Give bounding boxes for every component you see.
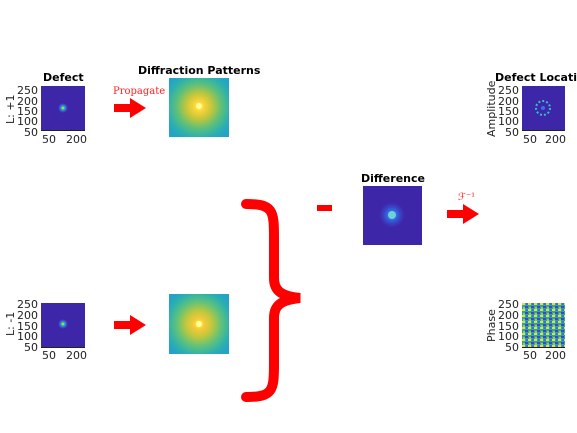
inverse-fourier-label: ℱ⁻¹ <box>458 192 476 203</box>
ylabel-l-plus-1: L: +1 <box>4 94 17 124</box>
diffraction-top-image <box>169 78 229 137</box>
ytick: 250 <box>498 84 519 97</box>
defect-bottom-image <box>41 303 85 347</box>
ytick: 50 <box>505 341 519 354</box>
defect-top-image <box>41 86 85 130</box>
ytick: 150 <box>17 320 38 333</box>
amplitude-image <box>522 86 565 130</box>
xtick: 200 <box>545 133 566 146</box>
xtick: 200 <box>66 349 87 362</box>
phase-axes: 250 200 150 100 50 50 200 <box>498 298 577 364</box>
amplitude-axes: 250 200 150 100 50 50 200 <box>498 82 577 148</box>
xtick: 50 <box>42 133 56 146</box>
ytick: 50 <box>505 126 519 139</box>
defect-top-axes: 250 200 150 100 50 50 200 <box>17 82 87 148</box>
difference-title: Difference <box>361 172 425 185</box>
ytick: 100 <box>17 115 38 128</box>
phase-image <box>522 303 565 347</box>
ylabel-l-minus-1: L: -1 <box>4 311 17 336</box>
defect-bottom-axes: 250 200 150 100 50 50 200 <box>17 298 87 364</box>
ytick: 250 <box>498 298 519 311</box>
inverse-fourier-arrow <box>447 204 479 224</box>
diffraction-bottom-image <box>169 294 229 354</box>
propagate-arrow-top <box>114 98 146 118</box>
ytick: 100 <box>498 115 519 128</box>
ylabel-phase: Phase <box>485 309 498 342</box>
ytick: 250 <box>17 84 38 97</box>
xtick: 50 <box>42 349 56 362</box>
ytick: 250 <box>17 298 38 311</box>
ytick: 200 <box>498 309 519 322</box>
ylabel-amplitude: Amplitude <box>485 80 498 137</box>
xtick: 50 <box>523 349 537 362</box>
xtick: 200 <box>545 349 566 362</box>
xtick: 50 <box>523 133 537 146</box>
propagate-arrow-bottom <box>114 315 146 335</box>
ytick: 150 <box>17 105 38 118</box>
defect-location-title: Defect Locati <box>495 71 577 84</box>
ytick: 150 <box>498 105 519 118</box>
ytick: 50 <box>24 341 38 354</box>
ytick: 50 <box>24 126 38 139</box>
defect-title: Defect <box>43 71 84 84</box>
ytick: 100 <box>17 330 38 343</box>
ytick: 150 <box>498 320 519 333</box>
curly-brace-icon <box>241 199 301 402</box>
ytick: 200 <box>17 95 38 108</box>
ytick: 200 <box>17 309 38 322</box>
difference-image <box>363 186 422 245</box>
diffraction-title: Diffraction Patterns <box>138 64 261 77</box>
ytick: 100 <box>498 330 519 343</box>
ytick: 200 <box>498 95 519 108</box>
minus-operator <box>317 205 332 211</box>
xtick: 200 <box>66 133 87 146</box>
propagate-label: Propagate <box>113 86 166 97</box>
